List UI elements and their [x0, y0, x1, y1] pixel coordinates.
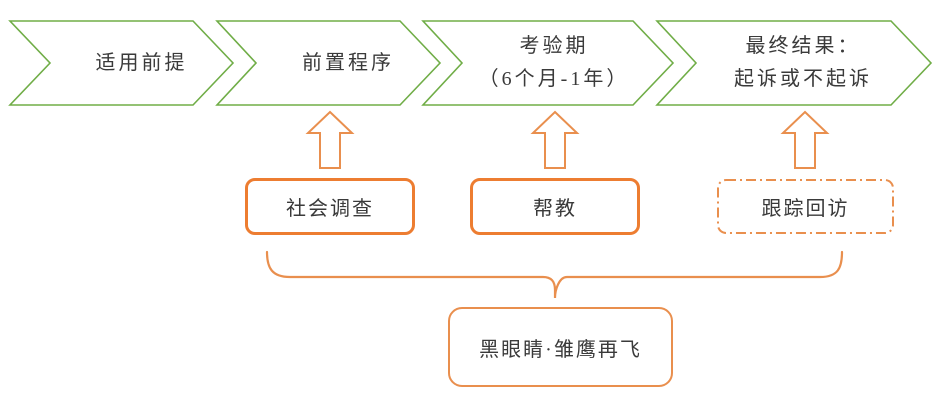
flow-step-4-label-line1: 最终结果： [745, 35, 861, 57]
support-box-follow-up-visit: 跟踪回访 [717, 178, 894, 235]
curly-brace [265, 250, 844, 299]
flow-step-4-label-line2: 起诉或不起诉 [734, 68, 872, 90]
up-arrow-icon-2 [530, 110, 580, 169]
support-box-2-label: 帮教 [533, 198, 577, 220]
chevron-step-4 [655, 20, 933, 106]
flow-step-3-label-line2: （6个月-1年） [478, 68, 630, 90]
flow-step-2: 前置程序 [256, 21, 440, 105]
support-box-3-label: 跟踪回访 [761, 198, 850, 220]
dashdot-box-border [717, 179, 894, 234]
up-arrow-icon-3 [780, 110, 830, 169]
flow-step-1: 适用前提 [50, 21, 233, 105]
chevron-step-3 [421, 20, 675, 106]
chevron-step-1 [8, 20, 235, 106]
support-box-assistance-education: 帮教 [470, 178, 640, 235]
support-box-social-investigation: 社会调查 [245, 178, 415, 235]
flow-step-4: 最终结果： 起诉或不起诉 [690, 21, 916, 105]
chevron-step-2 [215, 20, 442, 106]
flow-step-1-label: 适用前提 [95, 51, 188, 74]
flow-step-2-label: 前置程序 [302, 51, 394, 74]
flow-step-3: 考验期 （6个月-1年） [445, 21, 663, 105]
program-name-box: 黑眼睛·雏鹰再飞 [448, 307, 673, 387]
support-box-1-label: 社会调查 [286, 198, 374, 220]
up-arrow-icon-1 [305, 110, 355, 169]
program-name-label: 黑眼睛·雏鹰再飞 [479, 338, 642, 361]
flow-step-3-label-line1: 考验期 [519, 35, 589, 57]
